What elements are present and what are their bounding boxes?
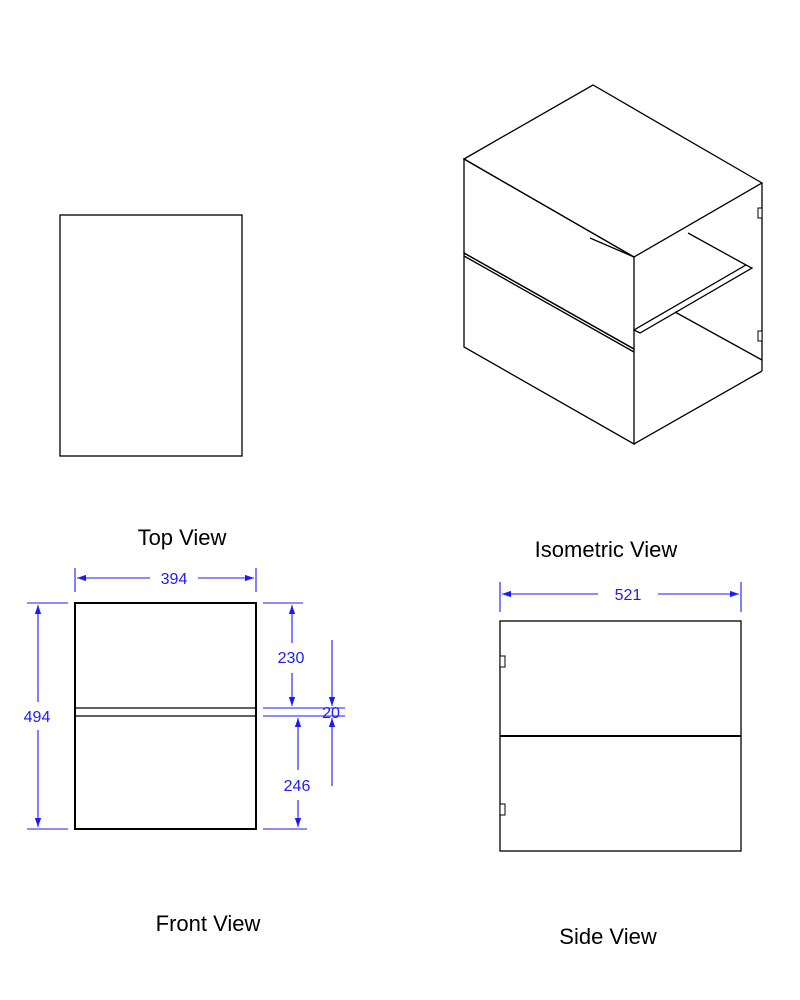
top-view: Top View <box>59 214 243 550</box>
front-width-value: 394 <box>161 571 188 588</box>
iso-front-upper-panel <box>463 157 635 351</box>
iso-front-lower-panel <box>463 251 635 446</box>
iso-hinge-lower <box>757 330 763 342</box>
front-shelf-value: 20 <box>322 705 340 722</box>
top-view-outline <box>59 214 243 457</box>
iso-hinge-upper <box>757 207 763 219</box>
iso-inner-lower-edge <box>674 311 763 361</box>
top-view-title: Top View <box>138 525 227 550</box>
side-depth-value: 521 <box>615 587 642 604</box>
iso-inner-top-edge <box>589 237 635 258</box>
front-upper-value: 230 <box>278 650 305 667</box>
side-hinge-upper <box>499 655 506 668</box>
isometric-view-title: Isometric View <box>535 537 678 562</box>
front-view: 394 494 230 246 20 Front View <box>24 568 345 936</box>
side-view-title: Side View <box>559 924 657 949</box>
side-view: 521 Side View <box>499 582 742 949</box>
front-view-title: Front View <box>156 911 261 936</box>
iso-shelf <box>632 264 754 334</box>
side-hinge-lower <box>499 803 506 816</box>
front-height-value: 494 <box>24 709 51 726</box>
iso-top-panel <box>462 84 764 258</box>
iso-bottom-right-edge <box>633 370 763 445</box>
iso-shelf-back-edge <box>687 232 747 266</box>
isometric-view: Isometric View <box>462 84 764 562</box>
front-lower-value: 246 <box>284 778 311 795</box>
iso-front-shelf-edge <box>463 255 635 353</box>
